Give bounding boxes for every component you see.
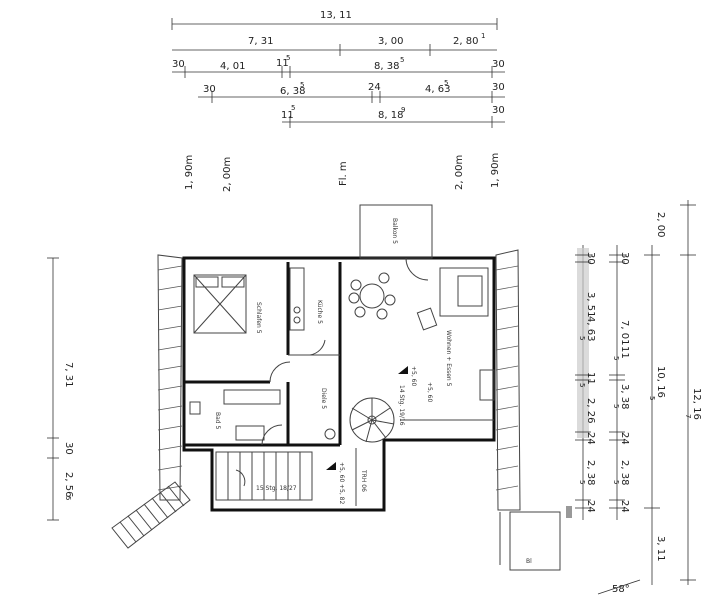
dim-right-col2-f: 2, 38 [619, 460, 630, 485]
stair-trh-label: TRH 06 [360, 469, 367, 492]
room-schlafen: Schlafen 5 [255, 302, 262, 334]
dim-row3-b: 6, 38 [280, 86, 305, 97]
dim-row2-a: 30 [172, 59, 185, 70]
dim-right-col1-c: 4, 63 [585, 316, 596, 341]
height-3: Fl. m [338, 161, 349, 186]
room-bad: Bad 5 [214, 412, 221, 430]
dim-right-col2-sup3: 5 [612, 480, 620, 484]
dim-left-a: 7, 31 [63, 362, 74, 387]
roof-hatch-right [495, 249, 521, 511]
floor-mark: Bl [526, 558, 532, 565]
dim-row1-c: 2, 80 [453, 36, 478, 47]
roof-angle: 58° [612, 584, 630, 595]
external-stair [111, 481, 191, 549]
right-dimension-chains: 30 3, 51 4, 63 5 11 5 2, 26 24 2, 38 5 2… [575, 200, 702, 595]
height-2: 2, 00m [222, 157, 233, 192]
dim-right-top: 2, 00 [655, 212, 666, 237]
top-dimension-chains: 13, 11 7, 31 3, 00 2, 80 1 30 4, 01 11 5… [171, 10, 505, 192]
dim-row4-a: 11 [281, 110, 294, 121]
dim-left-sup: 5 [64, 496, 72, 500]
height-5: 1, 90m [490, 153, 501, 188]
dim-left-b: 30 [63, 442, 74, 455]
height-4: 2, 00m [454, 155, 465, 190]
level-mark-3: +5, 60 [338, 462, 345, 482]
dim-right-col1-b: 3, 51 [585, 292, 596, 317]
dim-right-col1-sup3: 5 [578, 480, 586, 484]
dim-row3-sup1: 5 [300, 81, 304, 89]
room-balkon: Balkon 5 [391, 218, 398, 244]
dim-row2-sup1: 5 [286, 54, 290, 62]
dim-right-col1-a: 30 [585, 252, 596, 265]
dim-row2-c: 11 [276, 58, 289, 69]
dim-right-col1-g: 2, 38 [585, 460, 596, 485]
dim-row3-c: 24 [368, 82, 381, 93]
dim-right-col4-sup: 7 [684, 414, 692, 418]
dim-right-col2-b: 7, 01 [619, 320, 630, 345]
left-dimension-chain: 7, 31 30 2, 56 5 [47, 257, 74, 521]
room-wohnen: Wohnen + Essen 5 [445, 330, 452, 387]
dim-row4-b: 8, 18 [378, 110, 403, 121]
dim-row1-b: 3, 00 [378, 36, 403, 47]
dim-row3-d: 4, 63 [425, 84, 450, 95]
dim-right-col2-a: 30 [619, 252, 630, 265]
dim-right-col4: 12, 16 [691, 388, 702, 420]
stair-lower-label: 15 Stg. 18/27 [256, 485, 297, 492]
dim-row4-c: 30 [492, 105, 505, 116]
dim-overall: 13, 11 [320, 10, 352, 21]
level-mark-1: +5, 60 [410, 366, 417, 386]
dim-row1-a: 7, 31 [248, 36, 273, 47]
dim-row4-sup2: 9 [401, 106, 405, 114]
dim-right-col1-e: 2, 26 [585, 398, 596, 423]
dim-left-c: 2, 56 [63, 472, 74, 497]
dim-row3-e: 30 [492, 82, 505, 93]
dim-right-col1-sup2: 5 [578, 383, 586, 387]
level-mark-2: +5, 60 [426, 382, 433, 402]
dim-row2-b: 4, 01 [220, 61, 245, 72]
room-kochen: Küche 5 [316, 300, 323, 324]
dim-right-col2-g: 24 [619, 500, 630, 513]
dim-right-col2-e: 24 [619, 432, 630, 445]
dim-right-col2-sup2: 5 [612, 404, 620, 408]
building-walls: Balkon 5 Schlafen 5 Küche 5 [111, 204, 572, 571]
dim-right-col1-h: 24 [585, 500, 596, 513]
dim-row4-sup1: 5 [291, 104, 295, 112]
dim-row3-a: 30 [203, 84, 216, 95]
dim-row2-sup2: 5 [400, 56, 404, 64]
dim-right-col2-d: 3, 38 [619, 384, 630, 409]
dim-row2-d: 8, 38 [374, 61, 399, 72]
dim-row3-sup2: 5 [444, 79, 448, 87]
roof-hatch-left [157, 254, 183, 501]
room-diele: Diele 5 [320, 388, 327, 409]
dim-row1-sup: 1 [481, 32, 485, 40]
dim-right-col2-sup1: 5 [612, 356, 620, 360]
dim-right-col1-d: 11 [585, 372, 596, 385]
level-mark-4: +5, 82 [338, 484, 345, 504]
height-1: 1, 90m [184, 155, 195, 190]
dim-right-col3-sup: 5 [648, 396, 656, 400]
stair-spiral-label: 14 Stg. 19/16 [398, 385, 405, 426]
dim-row2-e: 30 [492, 59, 505, 70]
roof-height-marks: 1, 90m 2, 00m Fl. m 2, 00m 1, 90m [184, 153, 501, 192]
dim-right-col3-a: 10, 16 [655, 366, 666, 398]
dim-right-col1-sup1: 5 [578, 336, 586, 340]
dim-right-col1-f: 24 [585, 432, 596, 445]
dim-right-col3-b: 3, 11 [655, 536, 666, 561]
dim-right-col2-c: 11 [619, 346, 630, 359]
